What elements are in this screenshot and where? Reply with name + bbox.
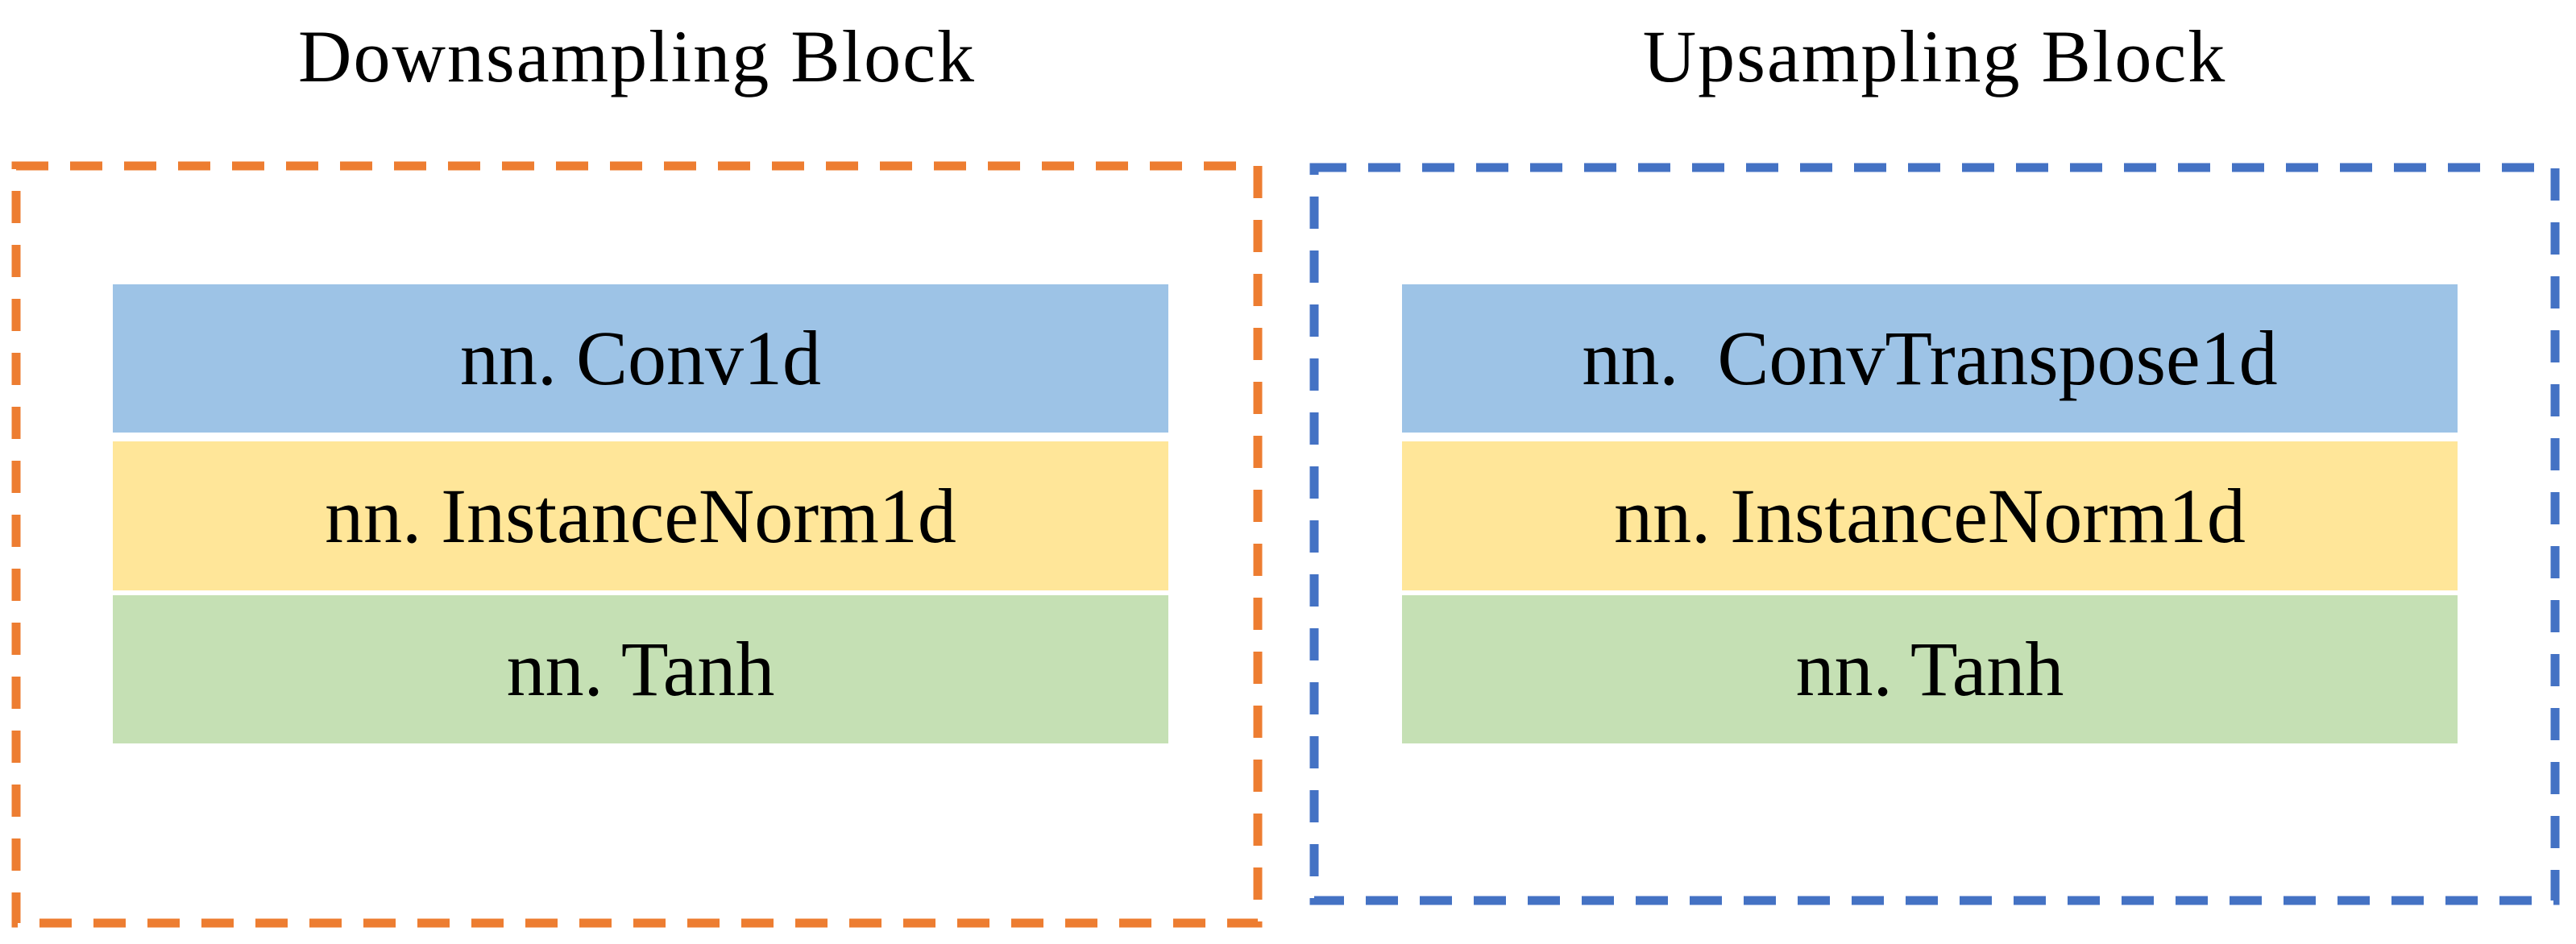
layer-instancenorm1d: nn. InstanceNorm1d [1402,441,2458,590]
layer-tanh: nn. Tanh [1402,595,2458,743]
upsampling-block-title: Upsampling Block [1642,15,2227,97]
layer-tanh: nn. Tanh [113,595,1168,743]
downsampling-block-title: Downsampling Block [298,15,976,97]
layer-conv1d: nn. Conv1d [113,284,1168,433]
layer-convtranspose1d: nn. ConvTranspose1d [1402,284,2458,433]
layer-instancenorm1d: nn. InstanceNorm1d [113,441,1168,590]
